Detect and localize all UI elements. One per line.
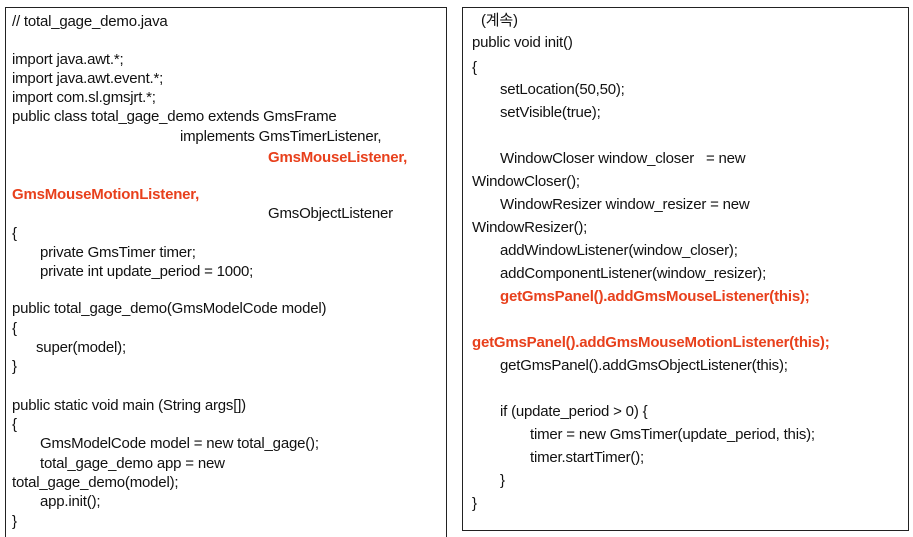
code-line: addComponentListener(window_resizer); bbox=[500, 265, 767, 282]
code-line: GmsModelCode model = new total_gage(); bbox=[40, 435, 319, 452]
left-code-panel: // total_gage_demo.java import java.awt.… bbox=[5, 7, 447, 537]
highlighted-code-line: GmsMouseMotionListener, bbox=[12, 186, 200, 203]
continued-label: (계속) bbox=[481, 12, 518, 29]
code-line: import java.awt.event.*; bbox=[12, 70, 164, 87]
code-line: setLocation(50,50); bbox=[500, 81, 625, 98]
code-line: } bbox=[472, 495, 477, 512]
code-line: public total_gage_demo(GmsModelCode mode… bbox=[12, 300, 327, 317]
code-line: } bbox=[12, 358, 17, 375]
code-line: } bbox=[500, 472, 505, 489]
code-line: { bbox=[12, 416, 17, 433]
code-line: import com.sl.gmsjrt.*; bbox=[12, 89, 156, 106]
code-line: getGmsPanel().addGmsObjectListener(this)… bbox=[500, 357, 788, 374]
code-line: // total_gage_demo.java bbox=[12, 13, 168, 30]
highlighted-code-line: getGmsPanel().addGmsMouseListener(this); bbox=[500, 288, 810, 305]
code-line: app.init(); bbox=[40, 493, 101, 510]
code-line: public void init() bbox=[472, 34, 573, 51]
right-code-panel: (계속) public void init() { setLocation(50… bbox=[462, 7, 909, 531]
highlighted-code-line: GmsMouseListener, bbox=[268, 149, 408, 166]
code-line: WindowResizer(); bbox=[472, 219, 588, 236]
highlighted-code-line: getGmsPanel().addGmsMouseMotionListener(… bbox=[472, 334, 830, 351]
code-line: WindowCloser window_closer = new bbox=[500, 150, 746, 167]
code-line: total_gage_demo app = new bbox=[40, 455, 225, 472]
code-line: implements GmsTimerListener, bbox=[180, 128, 382, 145]
code-line: super(model); bbox=[36, 339, 126, 356]
code-line: total_gage_demo(model); bbox=[12, 474, 179, 491]
code-line: WindowCloser(); bbox=[472, 173, 580, 190]
code-line: if (update_period > 0) { bbox=[500, 403, 648, 420]
code-line: private int update_period = 1000; bbox=[40, 263, 254, 280]
code-line: timer = new GmsTimer(update_period, this… bbox=[530, 426, 815, 443]
code-line: public class total_gage_demo extends Gms… bbox=[12, 108, 337, 125]
code-line: { bbox=[12, 320, 17, 337]
code-line: addWindowListener(window_closer); bbox=[500, 242, 738, 259]
code-line: WindowResizer window_resizer = new bbox=[500, 196, 750, 213]
code-line: { bbox=[12, 225, 17, 242]
code-line: timer.startTimer(); bbox=[530, 449, 644, 466]
code-line: private GmsTimer timer; bbox=[40, 244, 196, 261]
code-line: import java.awt.*; bbox=[12, 51, 124, 68]
code-line: { bbox=[472, 59, 477, 76]
code-line: setVisible(true); bbox=[500, 104, 601, 121]
code-line: } bbox=[12, 513, 17, 530]
code-line: GmsObjectListener bbox=[268, 205, 393, 222]
code-line: public static void main (String args[]) bbox=[12, 397, 246, 414]
